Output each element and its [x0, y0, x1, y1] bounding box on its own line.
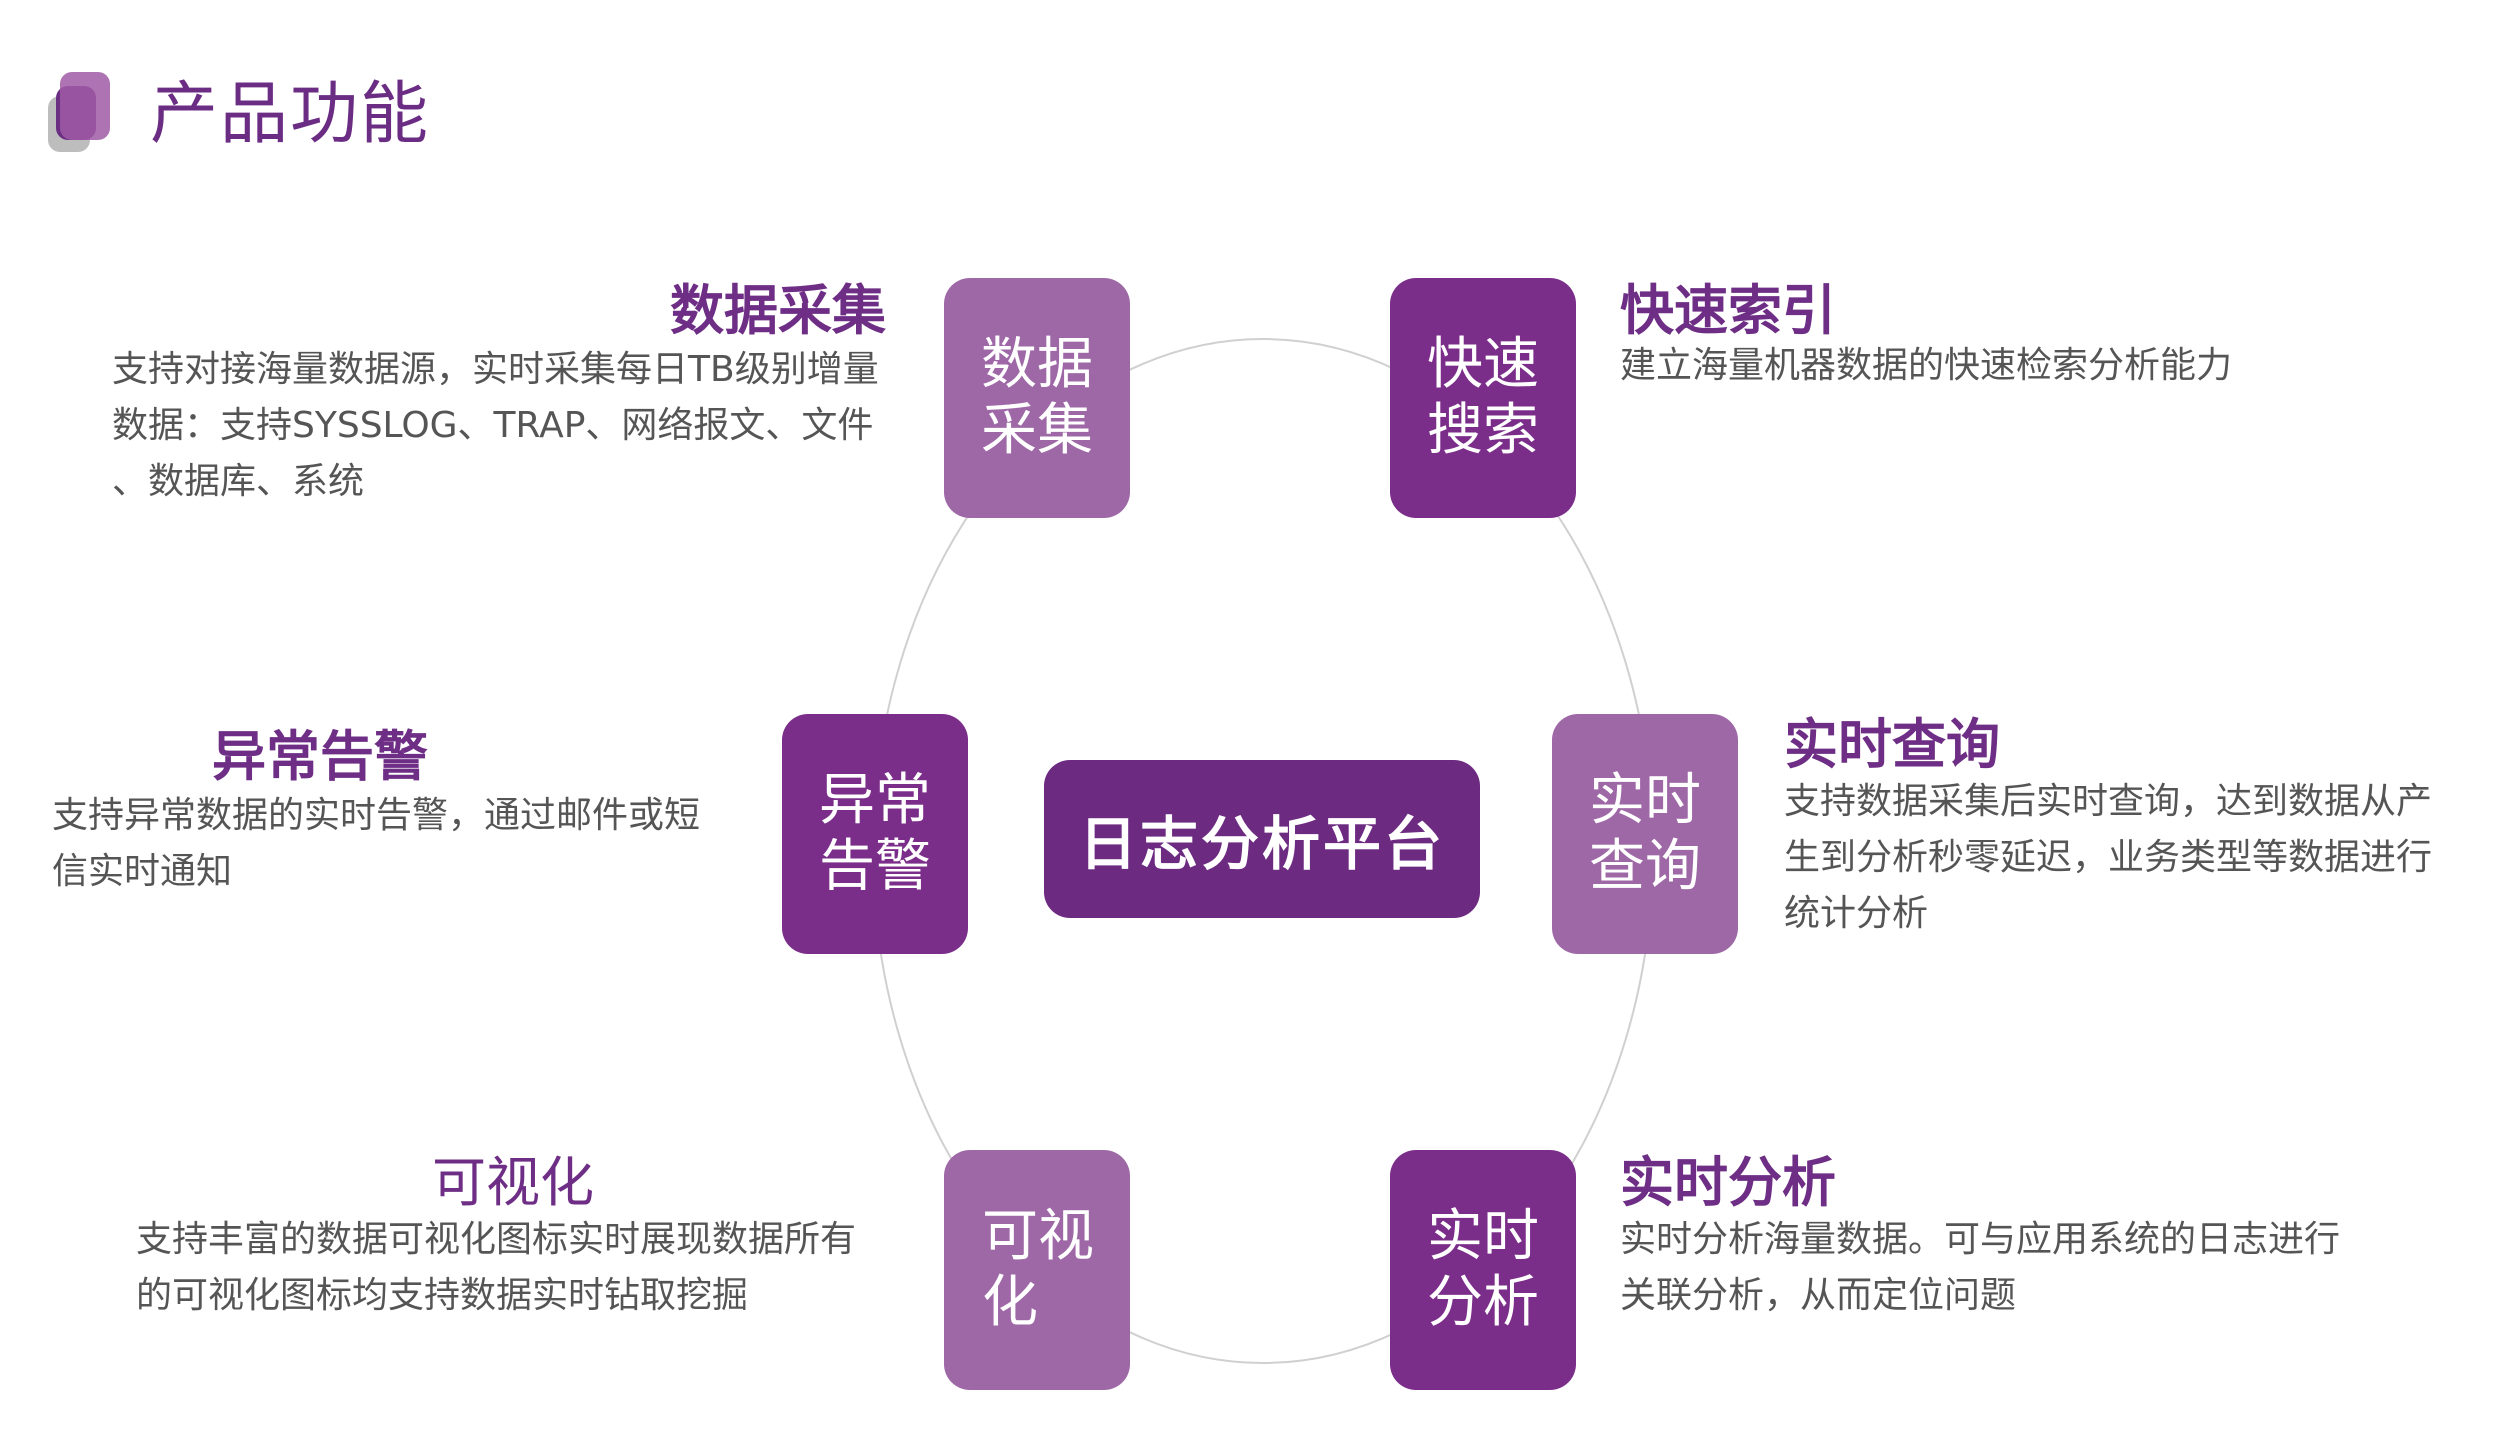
- desc-line: 的可视化图标均支持数据实时钻取挖掘: [136, 1275, 749, 1316]
- heading-realtime-analysis: 实时分析: [1620, 1151, 1836, 1214]
- node-label-line: 分析: [1427, 1270, 1539, 1335]
- node-label-line: 数据: [981, 332, 1093, 397]
- node-label-line: 查询: [1589, 834, 1701, 899]
- node-visualization: 可视 化: [944, 1150, 1130, 1390]
- heading-realtime-query: 实时查询: [1784, 713, 2000, 776]
- desc-line: 支持对接海量数据源，实时采集每日TB级别增量: [112, 349, 879, 390]
- desc-line: 信实时通知: [52, 851, 233, 892]
- desc-realtime-query: 支持数据采集后实时查询，达到数据从产 生到分析秒零延迟，业务类型等数据进行 统计…: [1784, 774, 2432, 942]
- desc-line: 支持丰富的数据可视化图标实时展现数据所有: [136, 1219, 857, 1260]
- desc-line: 数据：支持SYSSLOG、TRAP、网络报文、文件: [112, 405, 874, 446]
- node-label-line: 实时: [1427, 1204, 1539, 1269]
- page-title: 产品功能: [150, 75, 431, 154]
- node-label-line: 搜索: [1427, 398, 1539, 463]
- desc-line: 建立海量机器数据的快速检索分析能力: [1620, 345, 2233, 386]
- node-label-line: 采集: [981, 398, 1093, 463]
- desc-line: 、数据库、系统: [112, 461, 365, 502]
- desc-line: 统计分析: [1784, 893, 1929, 934]
- desc-realtime-analysis: 实时分析海量数据。可与应用系统的日志进行 关联分析，从而定位问题: [1620, 1212, 2340, 1324]
- node-label-line: 化: [982, 1270, 1038, 1335]
- node-label-line: 异常: [819, 768, 931, 833]
- node-anomaly-alert: 异常 告警: [782, 714, 968, 954]
- node-label-line: 快速: [1427, 332, 1539, 397]
- desc-line: 支持异常数据的实时告警，通过邮件或短: [52, 795, 701, 836]
- heading-visualization: 可视化: [432, 1151, 594, 1214]
- heading-anomaly-alert: 异常告警: [212, 725, 428, 788]
- node-realtime-analysis: 实时 分析: [1390, 1150, 1576, 1390]
- heading-fast-index: 快速索引: [1620, 279, 1836, 342]
- node-realtime-query: 实时 查询: [1552, 714, 1738, 954]
- desc-line: 实时分析海量数据。可与应用系统的日志进行: [1620, 1219, 2341, 1260]
- desc-line: 关联分析，从而定位问题: [1620, 1275, 2017, 1316]
- title-decoration-icon: [48, 72, 112, 154]
- node-data-collection: 数据 采集: [944, 278, 1130, 518]
- node-label-line: 实时: [1589, 768, 1701, 833]
- node-label-line: 可视: [982, 1204, 1094, 1269]
- center-platform-label: 日志分析平台: [1044, 760, 1480, 918]
- desc-anomaly-alert: 支持异常数据的实时告警，通过邮件或短 信实时通知: [52, 788, 700, 900]
- heading-data-collection: 数据采集: [670, 279, 886, 342]
- desc-line: 生到分析秒零延迟，业务类型等数据进行: [1784, 837, 2433, 878]
- desc-fast-index: 建立海量机器数据的快速检索分析能力: [1620, 338, 2232, 394]
- node-fast-index: 快速 搜索: [1390, 278, 1576, 518]
- node-label-line: 告警: [819, 834, 931, 899]
- desc-visualization: 支持丰富的数据可视化图标实时展现数据所有 的可视化图标均支持数据实时钻取挖掘: [136, 1212, 856, 1324]
- desc-line: 支持数据采集后实时查询，达到数据从产: [1784, 781, 2433, 822]
- decoration-square-light: [60, 72, 110, 140]
- desc-data-collection: 支持对接海量数据源，实时采集每日TB级别增量 数据：支持SYSSLOG、TRAP…: [112, 342, 879, 510]
